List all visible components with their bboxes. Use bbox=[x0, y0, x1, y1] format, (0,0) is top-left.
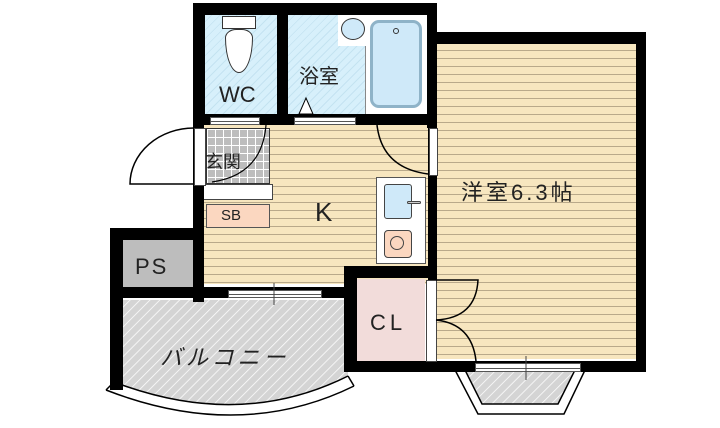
balcony-area bbox=[105, 300, 355, 416]
kitchen-label: K bbox=[315, 197, 333, 227]
wall-kitchen-western bbox=[428, 125, 437, 295]
western-room-label: 洋室6.3帖 bbox=[461, 180, 576, 205]
tub-drain-icon bbox=[393, 28, 399, 34]
bathtub-basin bbox=[370, 20, 422, 108]
closet-label: CL bbox=[370, 310, 407, 335]
shoe-box bbox=[206, 204, 270, 228]
wall-ps-top bbox=[110, 228, 204, 240]
wall-closet-top bbox=[344, 266, 437, 278]
washbasin-bowl bbox=[341, 18, 365, 40]
bath-label: 浴室 bbox=[299, 66, 339, 88]
window-kitchen-balcony[interactable] bbox=[228, 290, 322, 298]
door-western-room[interactable] bbox=[429, 128, 438, 176]
window-bath-door bbox=[294, 117, 356, 125]
sb-label: SB bbox=[221, 207, 242, 224]
sink-faucet bbox=[407, 201, 421, 204]
wall-left-wc bbox=[193, 3, 205, 123]
closet bbox=[357, 279, 425, 361]
genkan-label: 玄関 bbox=[205, 152, 241, 172]
ps-label: PS bbox=[135, 254, 169, 279]
wall-western-top bbox=[427, 32, 646, 44]
door-closet[interactable] bbox=[426, 280, 437, 362]
wall-closet-left bbox=[344, 266, 357, 372]
wall-top-wetarea bbox=[193, 3, 437, 15]
door-entrance[interactable] bbox=[194, 128, 206, 186]
stove-burner-icon bbox=[390, 236, 404, 250]
window-western-bay[interactable] bbox=[475, 363, 581, 372]
toilet-tank bbox=[222, 16, 256, 29]
balcony-label: バルコニー bbox=[160, 345, 290, 370]
wall-bath-right bbox=[427, 3, 437, 128]
wall-left-kitchen bbox=[193, 114, 204, 302]
pipe-space bbox=[123, 240, 193, 290]
wc-label: WC bbox=[219, 82, 256, 107]
wall-western-right bbox=[636, 32, 646, 372]
wall-ps-left bbox=[110, 228, 123, 390]
wall-wc-bath bbox=[277, 3, 288, 123]
window-wc bbox=[210, 117, 260, 125]
